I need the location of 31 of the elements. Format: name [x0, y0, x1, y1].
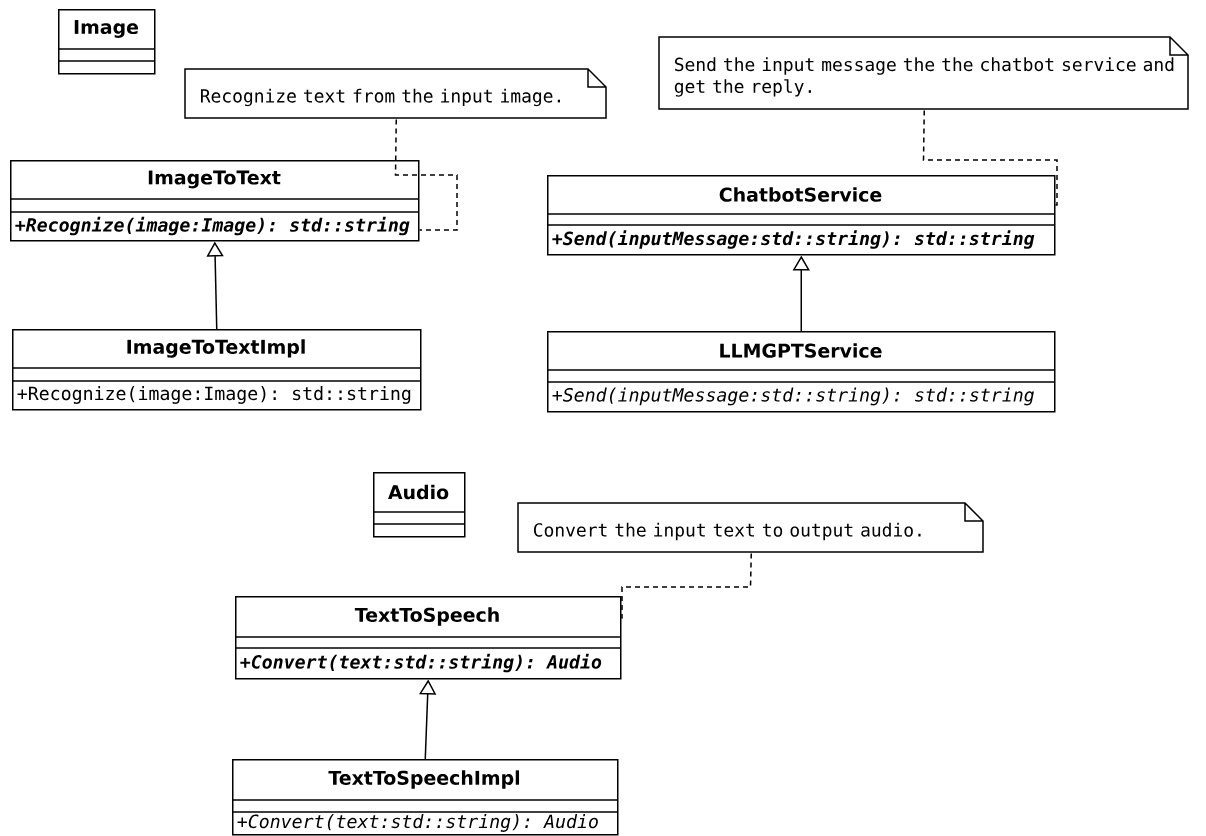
note-link	[620, 552, 752, 619]
class-box	[11, 329, 422, 411]
note-text: Send the input message the the chatbot service and get the reply.	[674, 57, 1174, 97]
method-signature: +Convert(text:std::string): Audio	[237, 814, 598, 832]
class-box	[57, 9, 156, 75]
class-name: Audio	[388, 484, 449, 500]
note-box	[658, 36, 1189, 110]
method-signature: +Convert(text:std::string): Audio	[240, 653, 602, 673]
class-name: LLMGPTService	[720, 343, 882, 358]
class-box	[9, 160, 420, 242]
class-box	[234, 596, 622, 680]
class-name: TextToSpeechImpl	[328, 770, 520, 789]
method-signature: +Send(inputMessage:std::string): std::string	[552, 230, 1035, 249]
note-text: Recognize text from the input image.	[201, 88, 560, 107]
class-name: ImageToText	[148, 170, 281, 189]
class-name: TextToSpeech	[354, 607, 499, 626]
note-link	[922, 109, 1058, 206]
class-box	[231, 759, 619, 836]
method-signature: +Recognize(image:Image): std::string	[15, 216, 410, 236]
note-box	[517, 502, 984, 553]
method-signature: +Send(inputMessage:std::string): std::string	[552, 387, 1034, 406]
note-link	[394, 118, 458, 231]
method-signature: +Recognize(image:Image): std::string	[17, 386, 411, 404]
note-text: Convert the input text to output audio.	[534, 522, 921, 541]
class-box	[546, 175, 1056, 256]
note-box	[184, 68, 607, 119]
class-box	[372, 472, 466, 538]
class-name: ImageToTextImpl	[127, 339, 305, 358]
class-box	[546, 331, 1056, 413]
class-name: Image	[74, 20, 139, 38]
class-name: ChatbotService	[719, 187, 882, 202]
